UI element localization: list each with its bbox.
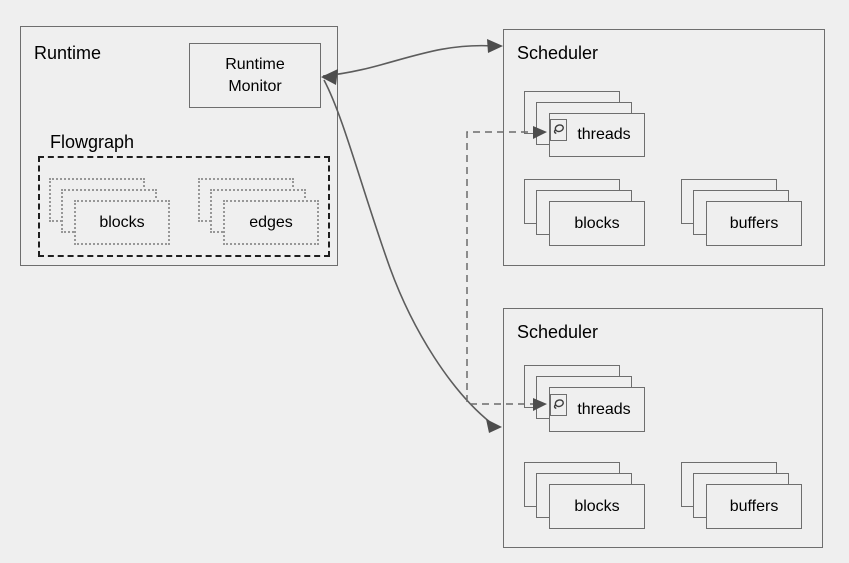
scheduler-1-buffers-card: buffers	[706, 201, 802, 246]
arrow-monitor-to-scheduler-1	[322, 44, 495, 77]
scheduler-2-title: Scheduler	[517, 322, 599, 342]
scheduler-2-buffers-label: buffers	[729, 497, 779, 515]
flowgraph-edges-label: edges	[249, 213, 293, 231]
thread-icon-glyph	[553, 399, 564, 409]
scheduler-1-blocks-label: blocks	[574, 214, 620, 232]
scheduler-2-buffers-card: buffers	[706, 484, 802, 529]
flowgraph-label: Flowgraph	[50, 132, 135, 152]
arrowhead-scheduler-1	[487, 39, 503, 53]
flowgraph-edges-card: edges	[223, 200, 319, 245]
runtime-monitor-label: Runtime Monitor	[190, 44, 320, 107]
scheduler-1-blocks-card: blocks	[549, 201, 645, 246]
thread-icon-glyph	[553, 124, 564, 134]
scheduler-1-title: Scheduler	[517, 43, 599, 63]
thread-icon	[550, 394, 567, 416]
runtime-monitor-box: Runtime Monitor	[189, 43, 321, 108]
thread-icon	[550, 119, 567, 141]
scheduler-2-blocks-label: blocks	[574, 497, 620, 515]
arrow-monitor-to-scheduler-2	[323, 79, 492, 424]
runtime-monitor-line1: Runtime	[225, 55, 285, 73]
runtime-monitor-line2: Monitor	[228, 77, 282, 95]
scheduler-1-buffers-label: buffers	[729, 214, 779, 232]
arrowhead-scheduler-2	[486, 419, 502, 433]
scheduler-2-blocks-card: blocks	[549, 484, 645, 529]
scheduler-1-threads-label: threads	[577, 126, 631, 143]
runtime-title: Runtime	[34, 43, 102, 63]
scheduler-2-threads-label: threads	[577, 400, 631, 418]
flowgraph-blocks-label: blocks	[99, 213, 145, 231]
flowgraph-blocks-card: blocks	[74, 200, 170, 245]
